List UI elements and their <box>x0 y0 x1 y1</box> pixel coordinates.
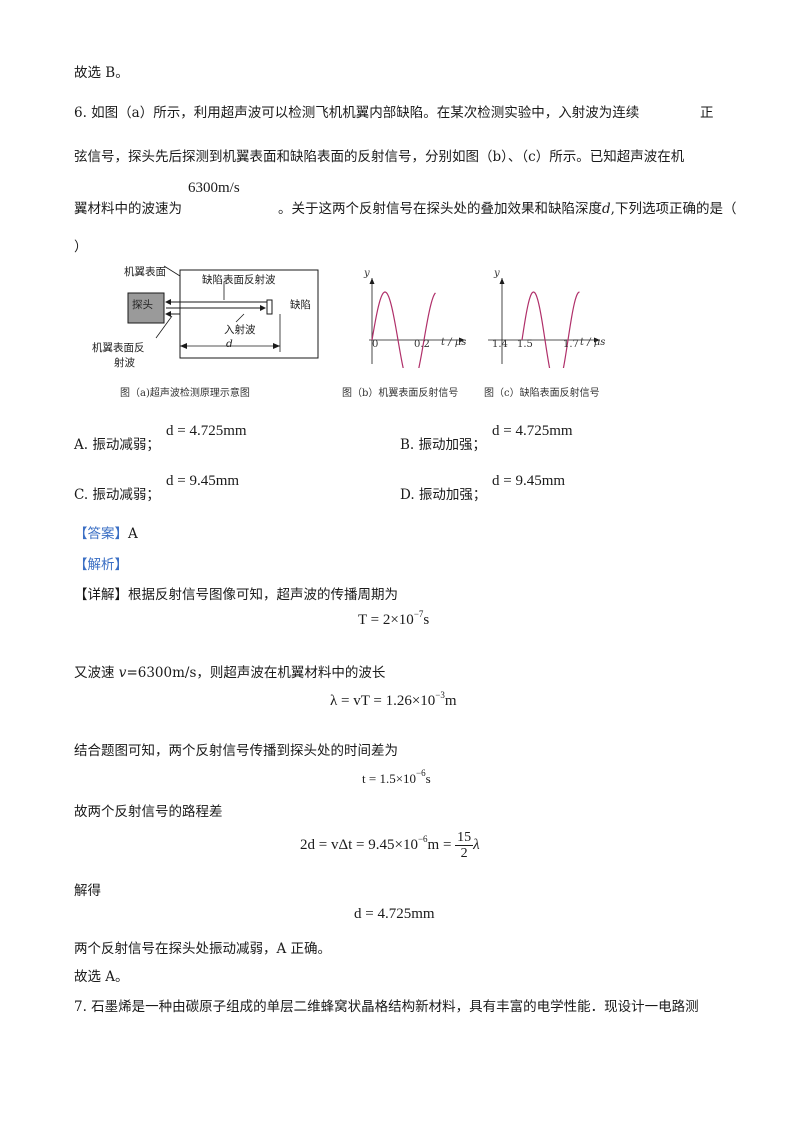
figure-a <box>127 265 319 359</box>
eq-wavelength-unit: m <box>444 693 457 709</box>
b-y-label: y <box>364 268 370 279</box>
option-b-math: d = 4.725mm <box>492 423 573 439</box>
surface-leader <box>163 265 181 277</box>
surface-label: 机翼表面 <box>124 266 166 278</box>
c-tick-3: 1.7 <box>563 339 579 350</box>
text-speed-post: =6300m/s，则超声波在机翼材料中的波长 <box>126 665 386 681</box>
eq-path-lhs: 2d = vΔt = 9.45×10 <box>300 836 418 853</box>
depth-arrow-right <box>273 343 280 349</box>
b-origin: 0 <box>372 339 379 350</box>
b-tick: 0.2 <box>414 339 430 350</box>
option-c-math: d = 9.45mm <box>166 473 240 489</box>
b-x-arrow <box>459 337 465 343</box>
eq-time-unit: s <box>425 771 431 786</box>
eq-wavelength-exp: −3 <box>435 690 445 700</box>
probe-block <box>127 292 165 324</box>
figure-a-caption: 图（a)超声波检测原理示意图 <box>120 388 250 399</box>
defect-reflect-label: 缺陷表面反射波 <box>202 274 276 286</box>
q6-speed: 6300m/s <box>188 180 240 196</box>
eq-time-exp: −6 <box>416 768 426 778</box>
q6-line-3-end: ,下列选项正确的是（ <box>610 201 737 217</box>
figure-b <box>369 278 465 368</box>
text-speed: 又波速 v=6300m/s，则超声波在机翼材料中的波长 <box>74 664 385 682</box>
depth-label: d <box>226 338 233 350</box>
q6-line-3-post: 。关于这两个反射信号在探头处的叠加效果和缺陷深度 <box>278 201 602 217</box>
incident-leader <box>235 313 245 323</box>
q6-line-3: 翼材料中的波速为 。关于这两个反射信号在探头处的叠加效果和缺陷深度d,下列选项正确… <box>74 200 736 218</box>
defect-label: 缺陷 <box>290 299 311 311</box>
surface-reflect-label-2: 射波 <box>114 357 135 369</box>
eq-path-exp: −6 <box>417 833 428 844</box>
eq-time: t = 1.5×10−6s <box>362 768 431 787</box>
option-a-math: d = 4.725mm <box>166 423 247 439</box>
q6-var-d: d <box>602 201 611 217</box>
c-x-arrow <box>594 337 600 343</box>
detail-line: 【详解】根据反射信号图像可知，超声波的传播周期为 <box>74 586 398 604</box>
text-speed-v: v <box>118 665 127 681</box>
q7-line-1: 7. 石墨烯是一种由碳原子组成的单层二维蜂窝状晶格结构新材料，具有丰富的电学性能… <box>74 999 699 1015</box>
eq-period-base: T = 2×10 <box>358 612 414 628</box>
option-c-label: C. 振动减弱； <box>74 487 160 503</box>
eq-wavelength: λ = vT = 1.26×10−3m <box>330 690 457 710</box>
analysis-tag: 【解析】 <box>74 557 128 573</box>
eq-path-numerator: 15 <box>455 830 474 846</box>
detail-tag: 【详解】 <box>74 587 128 603</box>
answer-line: 【答案】A <box>74 525 138 543</box>
eq-wavelength-base: λ = vT = 1.26×10 <box>330 693 436 709</box>
figure-c-caption: 图（c）缺陷表面反射信号 <box>484 388 600 399</box>
depth-arrow-left <box>180 343 187 349</box>
eq-period-exp: −7 <box>413 609 424 619</box>
option-a-label: A. 振动减弱； <box>74 437 160 453</box>
eq-period-unit: s <box>423 612 430 628</box>
defect-mark <box>266 299 273 315</box>
c-tick-2: 1.5 <box>517 339 533 350</box>
figure-b-caption: 图（b）机翼表面反射信号 <box>342 388 459 399</box>
q6-line-4: ） <box>74 239 88 255</box>
q6-line-3-pre: 翼材料中的波速为 <box>74 201 182 217</box>
incident-label: 入射波 <box>224 324 256 336</box>
prev-conclusion: 故选 B。 <box>74 65 129 81</box>
q6-conclusion: 故选 A。 <box>74 969 129 985</box>
c-y-arrow <box>499 278 505 284</box>
figure-c <box>488 278 600 368</box>
surface-reflect-label-1: 机翼表面反 <box>92 342 145 354</box>
text-time-diff: 结合题图可知，两个反射信号传播到探头处的时间差为 <box>74 743 398 759</box>
answer-value: A <box>128 526 138 542</box>
q6-line-2: 弦信号，探头先后探测到机翼表面和缺陷表面的反射信号，分别如图（b）、（c）所示。… <box>74 149 685 165</box>
surface-reflect-leader <box>155 315 173 339</box>
b-x-label: t / μs <box>441 337 467 348</box>
probe-label: 探头 <box>132 299 153 311</box>
eq-depth: d = 4.725mm <box>354 906 435 922</box>
eq-time-base: t = 1.5×10 <box>362 771 417 786</box>
c-wave <box>521 291 580 368</box>
option-d-math: d = 9.45mm <box>492 473 566 489</box>
b-wave <box>371 291 436 368</box>
eq-path-lambda: λ <box>473 836 480 853</box>
text-solve: 解得 <box>74 883 101 899</box>
option-d-label: D. 振动加强； <box>400 487 487 503</box>
b-y-arrow <box>369 278 375 284</box>
eq-period: T = 2×10−7s <box>358 609 430 629</box>
answer-tag: 【答案】 <box>74 526 128 542</box>
text-speed-pre: 又波速 <box>74 665 119 681</box>
detail-text: 根据反射信号图像可知，超声波的传播周期为 <box>128 587 398 603</box>
text-path-diff: 故两个反射信号的路程差 <box>74 804 223 820</box>
text-result: 两个反射信号在探头处振动减弱，A 正确。 <box>74 941 332 957</box>
c-x-label: t / μs <box>580 337 606 348</box>
c-y-label: y <box>494 268 500 279</box>
q6-line-1-tail: 正 <box>700 105 714 121</box>
option-b-label: B. 振动加强； <box>400 437 487 453</box>
eq-path-denominator: 2 <box>460 846 468 861</box>
c-tick-1: 1.4 <box>492 339 508 350</box>
eq-path-mid: m = <box>427 836 452 853</box>
q6-line-1: 6. 如图（a）所示，利用超声波可以检测飞机机翼内部缺陷。在某次检测实验中，入射… <box>74 105 640 121</box>
